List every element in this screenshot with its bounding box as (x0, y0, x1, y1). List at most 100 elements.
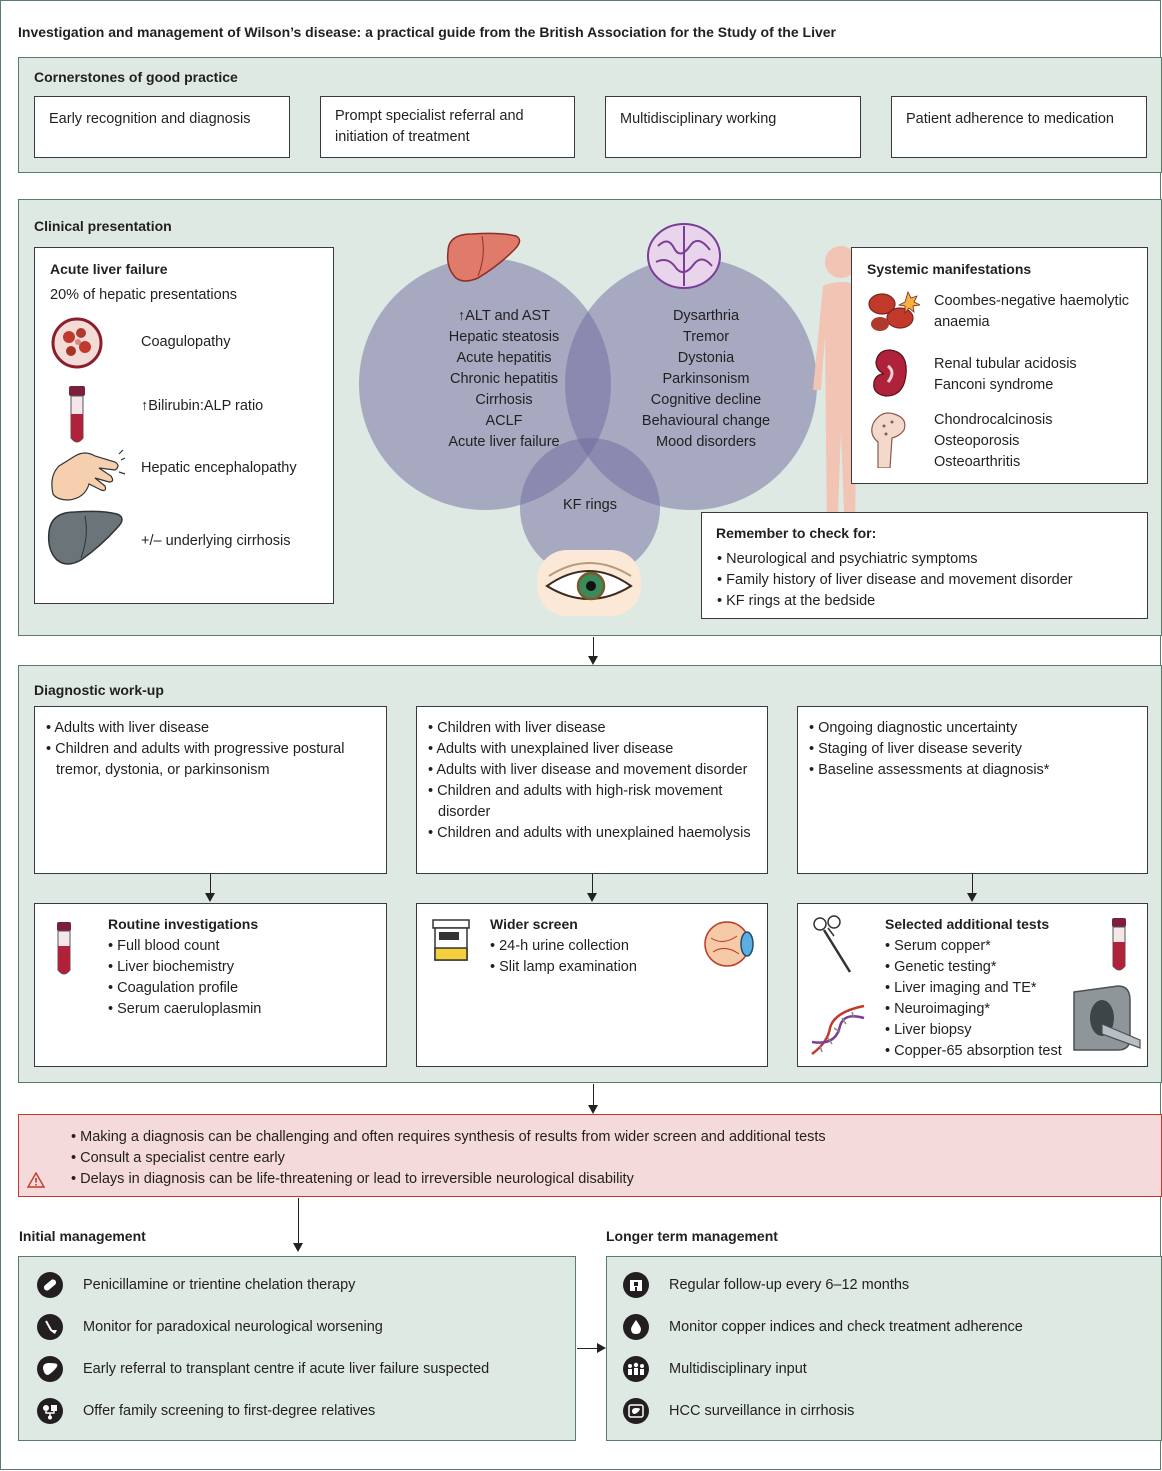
clinical-panel: Clinical presentation Acute liver failur… (18, 199, 1162, 636)
cornerstones-panel: Cornerstones of good practice Early reco… (18, 57, 1162, 173)
wider-screen-box: Wider screen • 24-h urine collection • S… (416, 903, 768, 1067)
criteria-item: • Children and adults with unexplained h… (428, 825, 751, 841)
blood-tube-icon (47, 920, 81, 978)
figure-title: Investigation and management of Wilson’s… (18, 24, 836, 40)
team-icon (623, 1356, 649, 1382)
acute-subtitle: 20% of hepatic presentations (50, 287, 238, 303)
diagnostic-panel: Diagnostic work-up • Adults with liver d… (18, 665, 1162, 1083)
venn-diagram (359, 258, 817, 578)
remember-item: • KF rings at the bedside (717, 593, 876, 609)
criteria-item: • Children with liver disease (428, 720, 606, 736)
neuro-item: Parkinsonism (662, 371, 750, 387)
flow-arrow (587, 874, 597, 902)
hepatic-item: ACLF (485, 413, 523, 429)
liver-icon (37, 1356, 63, 1382)
criteria-box-2: • Children with liver disease • Adults w… (416, 706, 768, 874)
initial-item: Offer family screening to first-degree r… (37, 1398, 375, 1424)
cornerstone-text: Early recognition and diagnosis (49, 111, 251, 127)
remember-box: Remember to check for: • Neurological an… (701, 512, 1148, 619)
cornerstone-box-1: Early recognition and diagnosis (34, 96, 290, 158)
longer-item: Regular follow-up every 6–12 months (623, 1272, 909, 1298)
wider-list: • 24-h urine collection • Slit lamp exam… (490, 936, 637, 978)
acute-item-bilirubin: ↑Bilirubin:ALP ratio (141, 398, 264, 414)
warning-box: • Making a diagnosis can be challenging … (18, 1114, 1162, 1197)
selected-item: • Liver imaging and TE* (885, 980, 1037, 996)
pill-icon (37, 1272, 63, 1298)
cornerstone-text: Patient adherence to medication (906, 111, 1114, 127)
longer-item-label: Multidisciplinary input (669, 1361, 807, 1377)
criteria-item: • Children and adults with progressive p… (46, 741, 345, 778)
cornerstone-box-2: Prompt specialist referral and initiatio… (320, 96, 575, 158)
systemic-item-renal: Renal tubular acidosis Fanconi syndrome (934, 354, 1077, 396)
criteria-item: • Baseline assessments at diagnosis* (809, 762, 1050, 778)
flow-arrow (588, 637, 598, 665)
systemic-box: Systemic manifestations Coombes-negative… (851, 247, 1148, 484)
initial-item-label: Offer family screening to first-degree r… (83, 1403, 376, 1419)
systemic-line: anaemia (934, 314, 990, 330)
cornerstone-box-4: Patient adherence to medication (891, 96, 1147, 158)
criteria-item: • Adults with unexplained liver disease (428, 741, 674, 757)
systemic-item-bone: Chondrocalcinosis Osteoporosis Osteoarth… (934, 410, 1052, 473)
acute-heading: Acute liver failure (50, 261, 168, 277)
hepatic-list: ↑ALT and AST Hepatic steatosis Acute hep… (399, 306, 609, 453)
initial-item-label: Penicillamine or trientine chelation the… (83, 1277, 356, 1293)
cirrhotic-liver-icon (45, 506, 127, 568)
neuro-circle (565, 258, 817, 510)
initial-panel: Penicillamine or trientine chelation the… (18, 1256, 576, 1441)
hepatic-item: Cirrhosis (475, 392, 533, 408)
brain-icon (644, 222, 724, 294)
flow-arrow (588, 1084, 598, 1114)
longer-item-label: Monitor copper indices and check treatme… (669, 1319, 1023, 1335)
biopsy-needle-icon (810, 914, 858, 976)
hepatic-item: Chronic hepatitis (450, 371, 558, 387)
flow-arrow (967, 874, 977, 902)
selected-item: • Copper-65 absorption test (885, 1043, 1062, 1059)
criteria-list: • Ongoing diagnostic uncertainty • Stagi… (808, 718, 1137, 781)
criteria-list: • Children with liver disease • Adults w… (427, 718, 757, 844)
selected-list: • Serum copper* • Genetic testing* • Liv… (885, 936, 1062, 1062)
eye-icon (537, 550, 641, 616)
eye-circle (520, 438, 660, 578)
liver-scan-icon (623, 1398, 649, 1424)
neuro-item: Cognitive decline (650, 392, 762, 408)
kf-rings-label: KF rings (563, 497, 617, 513)
flow-arrowhead (597, 1343, 606, 1353)
flapping-hand-icon (45, 436, 127, 504)
eyeball-icon (703, 918, 755, 970)
selected-item: • Liver biopsy (885, 1022, 972, 1038)
urine-container-icon (431, 918, 471, 962)
longer-panel: Regular follow-up every 6–12 months Moni… (606, 1256, 1162, 1441)
flow-arrow-horizontal (577, 1348, 603, 1349)
systemic-line: Osteoarthritis (934, 454, 1021, 470)
hepatic-item: ↑ALT and AST (457, 308, 551, 324)
liver-icon (444, 230, 524, 285)
routine-box: Routine investigations • Full blood coun… (34, 903, 387, 1067)
systemic-line: Chondrocalcinosis (934, 412, 1053, 428)
hepatic-item: Acute hepatitis (456, 350, 552, 366)
systemic-line: Renal tubular acidosis (934, 356, 1077, 372)
criteria-item: • Children and adults with high-risk mov… (428, 783, 723, 820)
flow-arrow (205, 874, 215, 902)
reflex-hammer-icon (37, 1314, 63, 1340)
criteria-item: • Adults with liver disease (46, 720, 210, 736)
neuro-item: Dysarthria (672, 308, 740, 324)
longer-item: Monitor copper indices and check treatme… (623, 1314, 1023, 1340)
blood-tube-icon (1102, 916, 1136, 974)
selected-heading: Selected additional tests (885, 916, 1050, 932)
family-tree-icon (37, 1398, 63, 1424)
red-blood-cells-icon (864, 284, 922, 336)
longer-item: HCC surveillance in cirrhosis (623, 1398, 854, 1424)
systemic-line: Osteoporosis (934, 433, 1020, 449)
criteria-item: • Ongoing diagnostic uncertainty (809, 720, 1018, 736)
systemic-line: Fanconi syndrome (934, 377, 1054, 393)
blood-tube-icon (57, 384, 97, 446)
hepatic-item: Hepatic steatosis (448, 329, 560, 345)
cornerstones-heading: Cornerstones of good practice (34, 69, 238, 85)
routine-item: • Serum caeruloplasmin (108, 1001, 262, 1017)
dna-icon (808, 1002, 868, 1058)
routine-list: • Full blood count • Liver biochemistry … (108, 936, 261, 1020)
hepatic-circle (359, 258, 611, 510)
wider-item: • 24-h urine collection (490, 938, 629, 954)
longer-heading: Longer term management (606, 1228, 778, 1244)
clinical-heading: Clinical presentation (34, 218, 172, 234)
